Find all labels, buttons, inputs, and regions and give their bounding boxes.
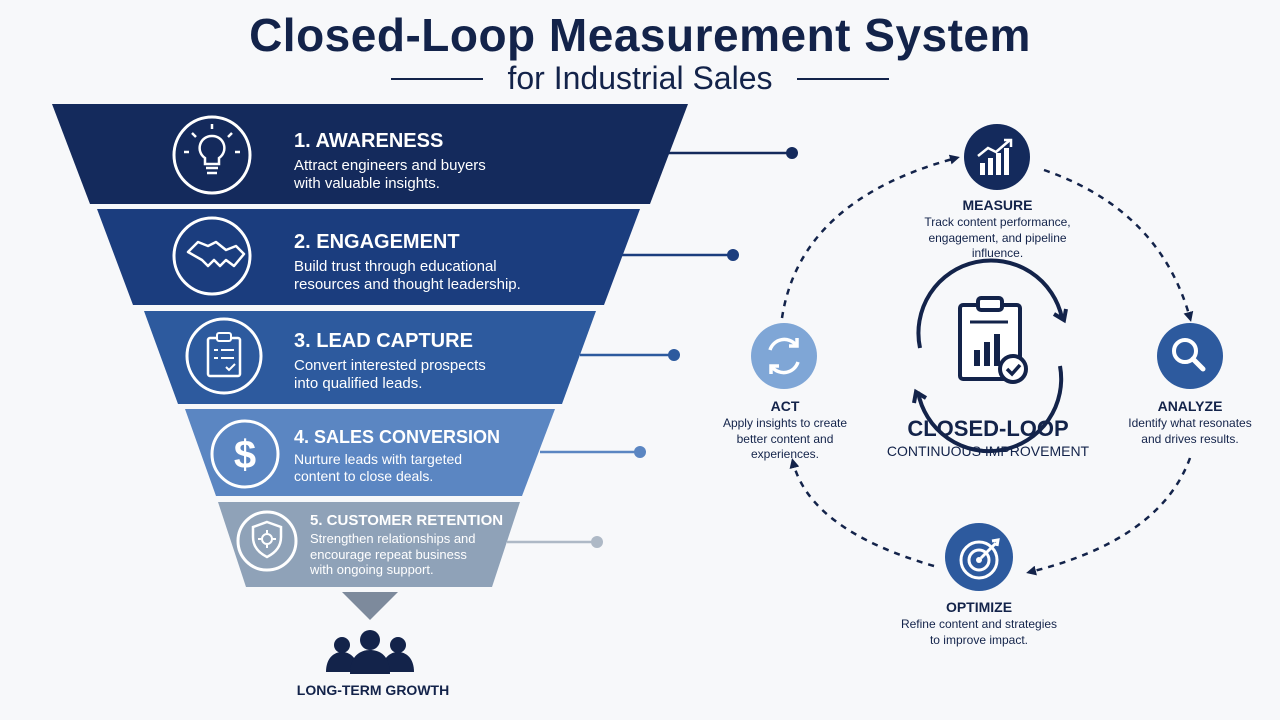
stage-desc: Build trust through educational — [294, 258, 497, 275]
optimize-node: OPTIMIZE Refine content and strategies t… — [884, 599, 1074, 648]
node-desc: better content and — [736, 431, 834, 446]
node-desc: to improve impact. — [929, 632, 1029, 647]
subtitle-rule-left — [391, 77, 484, 80]
analyze-search-icon — [1157, 323, 1223, 389]
node-desc: Refine content and strategies — [900, 617, 1058, 631]
analyze-node: ANALYZE Identify what resonates and driv… — [1120, 398, 1260, 447]
stage-sales-conversion: 4. SALES CONVERSION Nurture leads with t… — [294, 427, 534, 485]
node-title: OPTIMIZE — [945, 599, 1013, 615]
node-desc: and drives results. — [1141, 431, 1239, 446]
stage-desc: content to close deals. — [294, 467, 434, 484]
connector-engagement — [622, 249, 739, 261]
page-title: Closed-Loop Measurement System — [249, 9, 1031, 61]
shield-gear-icon — [236, 510, 298, 572]
connector-customer-retention — [507, 536, 603, 548]
stage-desc: Convert interested prospects — [294, 357, 486, 374]
node-desc: experiences. — [750, 447, 820, 462]
measure-node: MEASURE Track content performance, engag… — [900, 197, 1095, 262]
node-desc: Apply insights to create — [722, 416, 848, 430]
stage-desc: Strengthen relationships and — [310, 531, 476, 546]
act-cycle-icon — [751, 323, 817, 389]
funnel-band-customer-retention — [218, 502, 520, 587]
funnel-band-lead-capture — [144, 311, 596, 404]
center-clipboard-chart-icon — [958, 296, 1028, 384]
act-node: ACT Apply insights to create better cont… — [714, 398, 856, 463]
growth-label: LONG-TERM GROWTH — [296, 682, 450, 698]
stage-desc: encourage repeat business — [310, 546, 467, 562]
loop-arc-measure-to-analyze — [1043, 168, 1194, 322]
clipboard-checklist-icon — [185, 317, 263, 395]
loop-arc-analyze-to-optimize — [1026, 457, 1192, 576]
stage-title: 1. AWARENESS — [294, 130, 444, 152]
center-title: CLOSED-LOOP — [907, 416, 1069, 441]
funnel-arrow — [342, 592, 398, 620]
svg-text:$: $ — [234, 433, 256, 477]
stage-desc: Attract engineers and buyers — [294, 157, 486, 174]
stage-title: 4. SALES CONVERSION — [294, 427, 501, 447]
connector-sales-conversion — [540, 446, 646, 458]
stage-engagement: 2. ENGAGEMENT Build trust through educat… — [294, 231, 614, 294]
stage-title: 3. LEAD CAPTURE — [294, 330, 473, 352]
node-desc: Identify what resonates — [1128, 416, 1252, 430]
people-group-icon — [326, 630, 414, 674]
node-title: MEASURE — [962, 197, 1033, 213]
optimize-target-icon — [945, 523, 1013, 591]
node-desc: influence. — [971, 246, 1024, 261]
node-title: ACT — [770, 398, 800, 414]
lightbulb-icon — [172, 115, 252, 195]
stage-desc: resources and thought leadership. — [294, 276, 521, 293]
connector-lead-capture — [580, 349, 680, 361]
stage-desc: Nurture leads with targeted — [294, 451, 463, 467]
stage-desc: with valuable insights. — [294, 175, 440, 192]
node-desc: engagement, and pipeline — [928, 230, 1067, 245]
funnel-band-sales-conversion — [185, 409, 555, 496]
stage-desc: into qualified leads. — [294, 375, 423, 392]
subtitle-rule-right — [796, 77, 889, 80]
stage-title: 2. ENGAGEMENT — [294, 231, 460, 253]
node-desc: Track content performance, — [924, 215, 1071, 229]
dollar-icon: $ — [210, 419, 280, 489]
center-subtitle: CONTINUOUS IMPROVEMENT — [886, 443, 1090, 459]
page-subtitle: for Industrial Sales — [507, 60, 773, 96]
stage-title: 5. CUSTOMER RETENTION — [310, 512, 504, 529]
center-loop-ring — [912, 258, 1068, 454]
node-title: ANALYZE — [1157, 398, 1223, 414]
subtitle-row: for Industrial Sales — [0, 60, 1280, 97]
stage-lead-capture: 3. LEAD CAPTURE Convert interested prosp… — [294, 330, 564, 393]
loop-arc-act-to-measure — [780, 154, 960, 319]
funnel-band-engagement — [97, 209, 640, 305]
connector-awareness — [668, 147, 798, 159]
stage-awareness: 1. AWARENESS Attract engineers and buyer… — [294, 130, 634, 193]
handshake-icon — [172, 216, 252, 296]
loop-arc-optimize-to-act — [789, 458, 935, 568]
measure-chart-icon — [964, 124, 1030, 190]
stage-customer-retention: 5. CUSTOMER RETENTION Strengthen relatio… — [310, 512, 510, 578]
stage-desc: with ongoing support. — [310, 562, 434, 578]
